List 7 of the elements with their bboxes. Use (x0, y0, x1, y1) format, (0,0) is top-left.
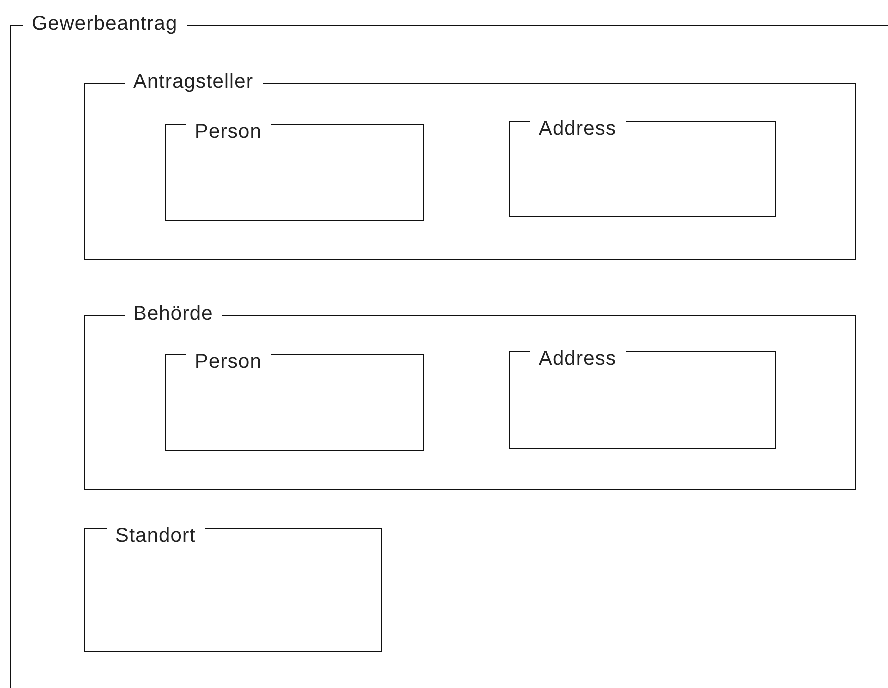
group-title: Antragsteller (124, 70, 263, 92)
group-box (165, 124, 424, 221)
group-box (509, 121, 776, 217)
group-box (509, 351, 776, 449)
group-box (165, 354, 424, 451)
group-box (84, 528, 382, 652)
group-title: Gewerbeantrag (23, 13, 187, 35)
